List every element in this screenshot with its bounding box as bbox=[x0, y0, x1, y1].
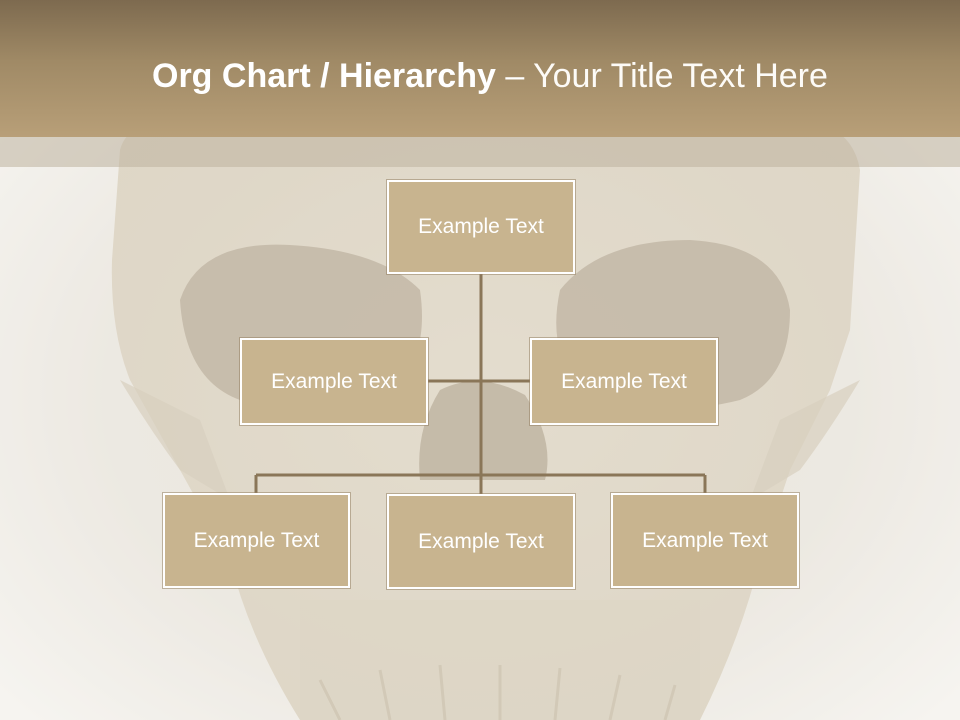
org-node-child-center-label: Example Text bbox=[418, 529, 544, 553]
title-strip bbox=[0, 137, 960, 167]
org-node-assistant-left[interactable]: Example Text bbox=[240, 338, 428, 425]
title-bold-part: Org Chart / Hierarchy bbox=[152, 57, 496, 95]
org-node-child-left[interactable]: Example Text bbox=[163, 493, 350, 588]
org-node-root-label: Example Text bbox=[418, 215, 544, 238]
org-node-assistant-right[interactable]: Example Text bbox=[530, 338, 718, 425]
title-band bbox=[0, 0, 960, 137]
org-node-assistant-right-label: Example Text bbox=[561, 369, 687, 393]
org-node-root[interactable]: Example Text bbox=[387, 180, 575, 274]
org-node-child-left-label: Example Text bbox=[193, 528, 320, 552]
slide-title: Org Chart / Hierarchy – Your Title Text … bbox=[152, 52, 828, 100]
title-separator: – bbox=[495, 57, 534, 95]
org-node-assistant-left-label: Example Text bbox=[271, 369, 397, 393]
org-node-child-right[interactable]: Example Text bbox=[611, 493, 799, 588]
org-node-child-center[interactable]: Example Text bbox=[387, 494, 575, 589]
title-subtitle: Your Title Text Here bbox=[533, 57, 828, 95]
org-node-child-right-label: Example Text bbox=[642, 528, 768, 552]
